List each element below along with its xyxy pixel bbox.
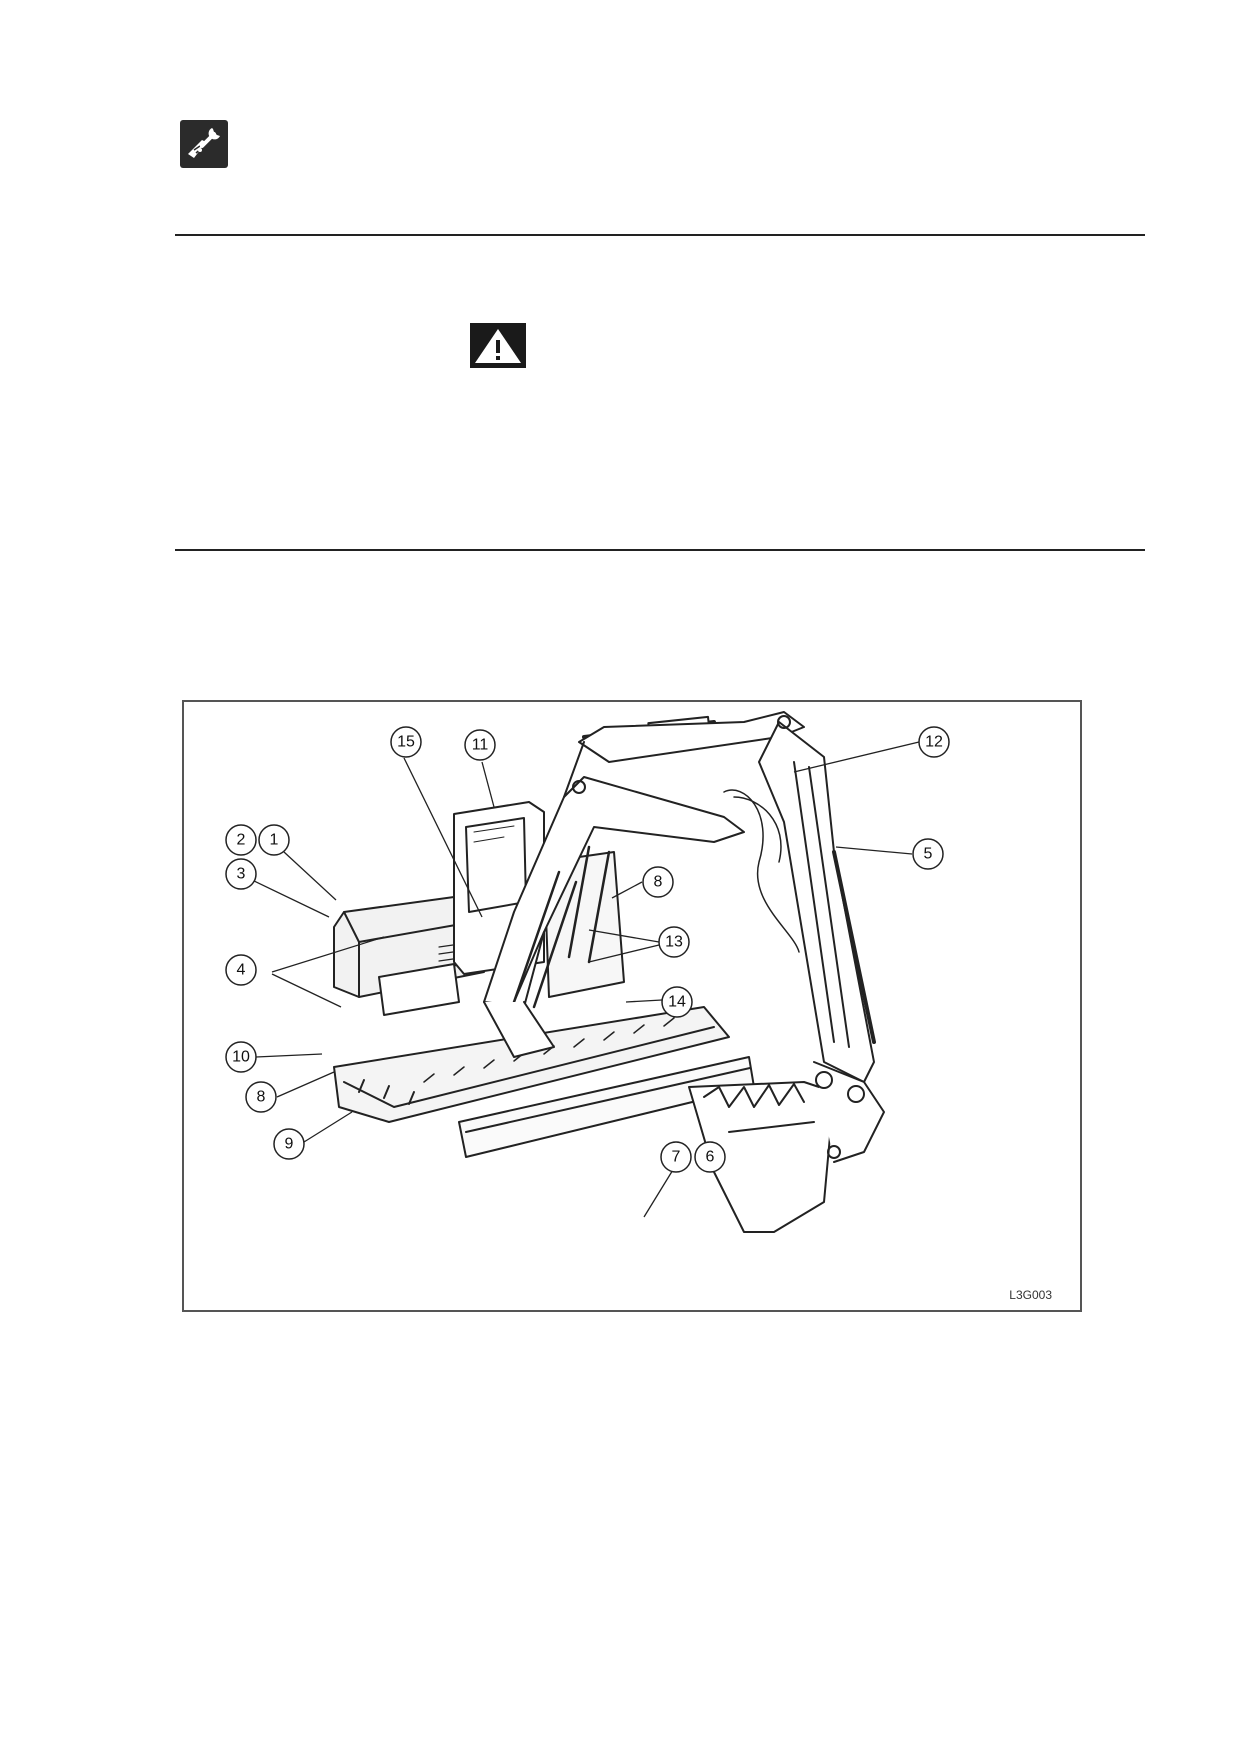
- callout-2: 2: [237, 832, 246, 849]
- warning-triangle-icon: [470, 323, 526, 368]
- bottom-divider: [175, 549, 1145, 551]
- callout-4: 4: [237, 962, 246, 979]
- callout-7: 7: [672, 1149, 681, 1166]
- callout-14: 14: [668, 994, 686, 1011]
- callout-9: 9: [285, 1136, 294, 1153]
- callout-13: 13: [665, 934, 683, 951]
- callout-8-upper: 8: [654, 874, 663, 891]
- callout-12: 12: [925, 734, 943, 751]
- callout-1: 1: [270, 832, 279, 849]
- excavator-illustration: 1 2 3 4 5 6 7 8 8 9 10 11 12 13 14 15 L3…: [225, 711, 1052, 1302]
- callout-8-lower: 8: [257, 1089, 266, 1106]
- callout-11: 11: [472, 737, 489, 754]
- callout-15: 15: [397, 734, 415, 751]
- callout-3: 3: [237, 866, 246, 883]
- wrench-service-icon: [180, 120, 228, 168]
- callout-6: 6: [706, 1149, 715, 1166]
- callout-5: 5: [924, 846, 933, 863]
- figure-code: L3G003: [1009, 1288, 1052, 1302]
- callout-10: 10: [232, 1049, 250, 1066]
- excavator-figure: 1 2 3 4 5 6 7 8 8 9 10 11 12 13 14 15 L3…: [182, 700, 1082, 1312]
- top-divider: [175, 234, 1145, 236]
